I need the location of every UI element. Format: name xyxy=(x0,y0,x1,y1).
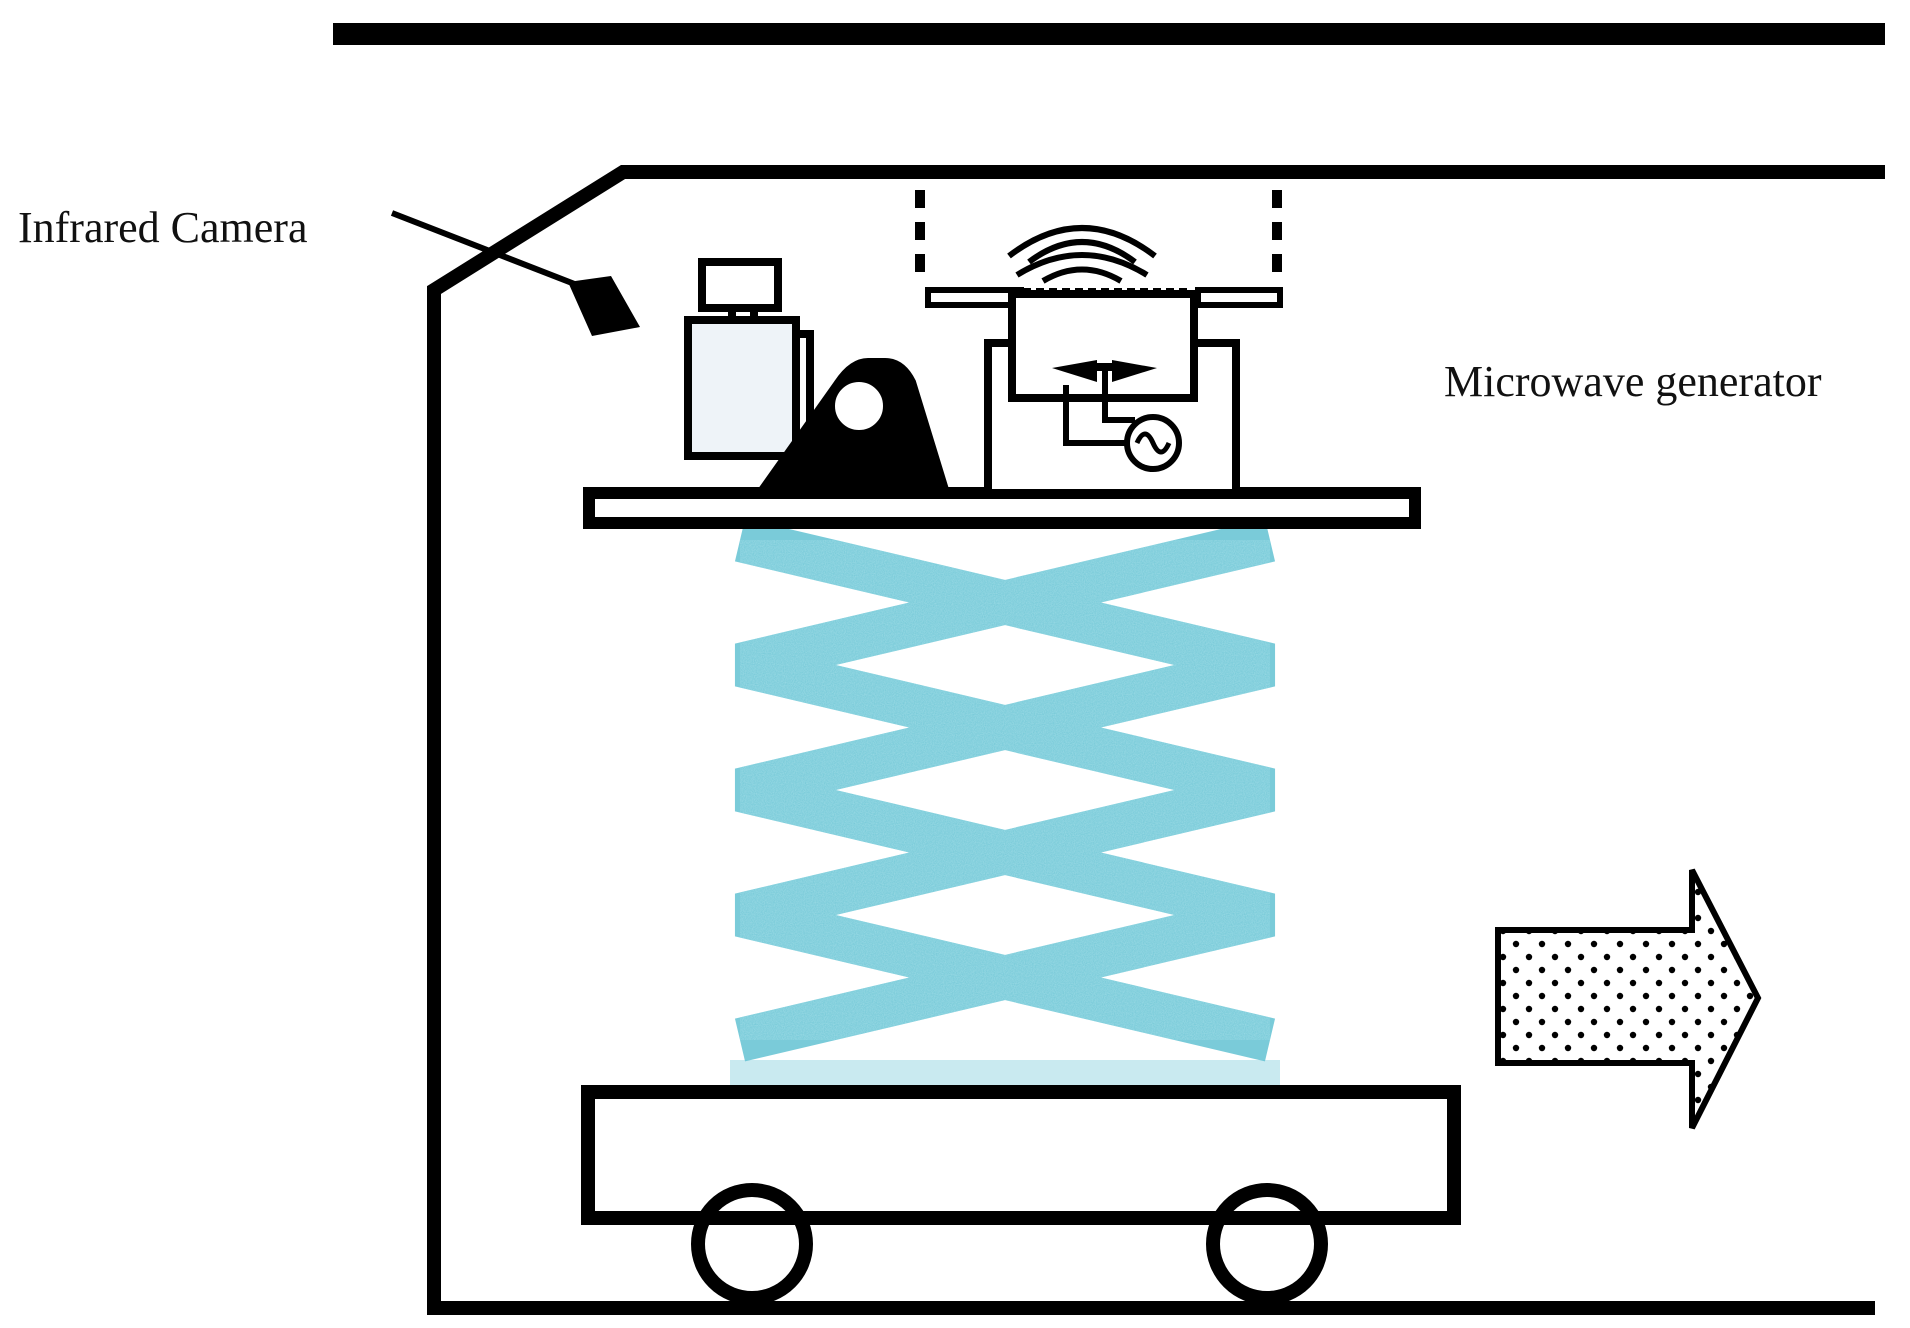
microwave-generator-label: Microwave generator xyxy=(1444,357,1822,406)
vehicle-body-outline xyxy=(427,165,1885,1315)
camera-pointer-arrow xyxy=(390,210,640,336)
cart-wheel-left xyxy=(691,1183,813,1305)
ac-source-icon xyxy=(1124,414,1182,472)
infrared-camera-icon xyxy=(684,258,952,497)
cart-wheel-right xyxy=(1206,1183,1328,1305)
scissor-lift-icon xyxy=(730,518,1280,1088)
direction-arrow-icon xyxy=(1495,868,1762,1130)
shield-dashes xyxy=(915,190,1282,272)
infrared-camera-label: Infrared Camera xyxy=(18,203,308,252)
microwave-generator-icon xyxy=(915,190,1283,497)
lift-platform xyxy=(583,487,1421,529)
tunnel-walls xyxy=(333,23,1885,1315)
cart-icon xyxy=(581,1085,1461,1305)
microwave-waves-icon xyxy=(1007,225,1157,284)
